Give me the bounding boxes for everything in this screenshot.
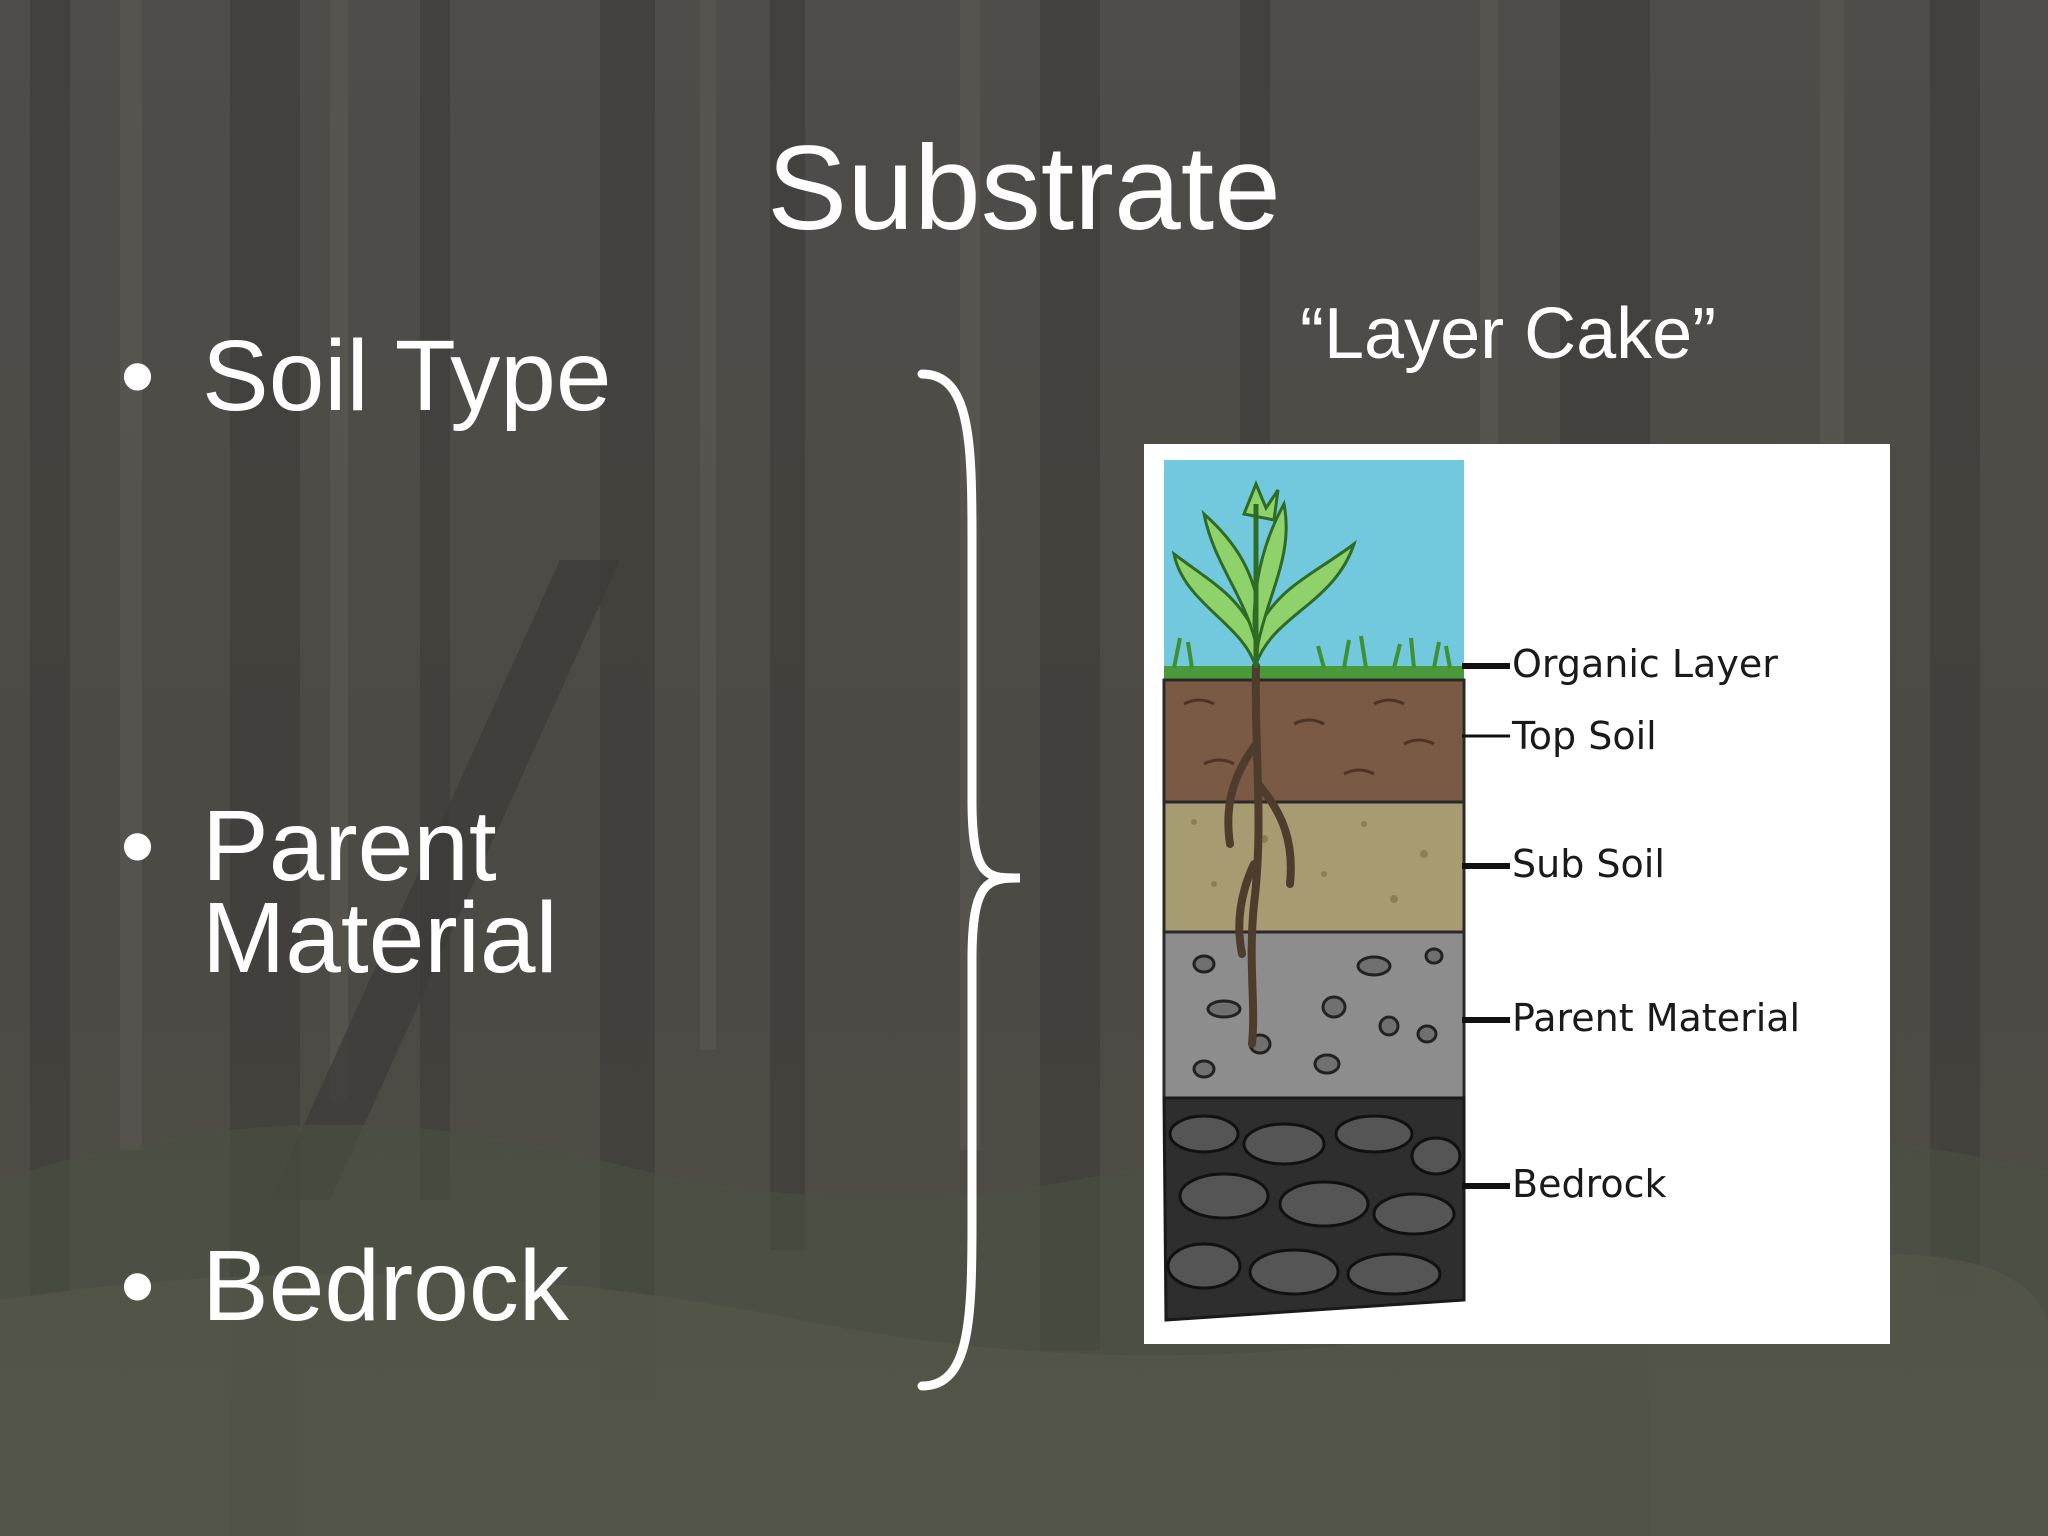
bullet-symbol: •: [120, 320, 156, 432]
label-parent-material: Parent Material: [1512, 996, 1801, 1040]
slide-title: Substrate: [767, 121, 1281, 255]
bullet-text-line-1: Parent: [202, 790, 497, 902]
sky-area: [1164, 460, 1464, 678]
label-bedrock: Bedrock: [1512, 1162, 1667, 1206]
bullet-text-line-2: Material: [202, 882, 558, 994]
bullet-symbol: •: [120, 790, 156, 902]
bullet-text: Bedrock: [202, 1230, 569, 1342]
label-sub-soil: Sub Soil: [1512, 842, 1665, 886]
soil-profile-illustration: [1162, 460, 1510, 1322]
sub-soil-band: [1162, 800, 1466, 934]
curly-brace: [917, 369, 1021, 1391]
organic-layer-band: [1164, 666, 1464, 680]
bullet-text: Soil Type: [202, 320, 612, 432]
soil-profile-panel: Organic Layer Top Soil Sub Soil Parent M…: [1144, 444, 1890, 1344]
label-top-soil: Top Soil: [1512, 714, 1657, 758]
label-organic-layer: Organic Layer: [1512, 642, 1778, 686]
bullet-symbol: •: [120, 1230, 156, 1342]
diagram-subtitle: “Layer Cake”: [1300, 294, 1717, 374]
